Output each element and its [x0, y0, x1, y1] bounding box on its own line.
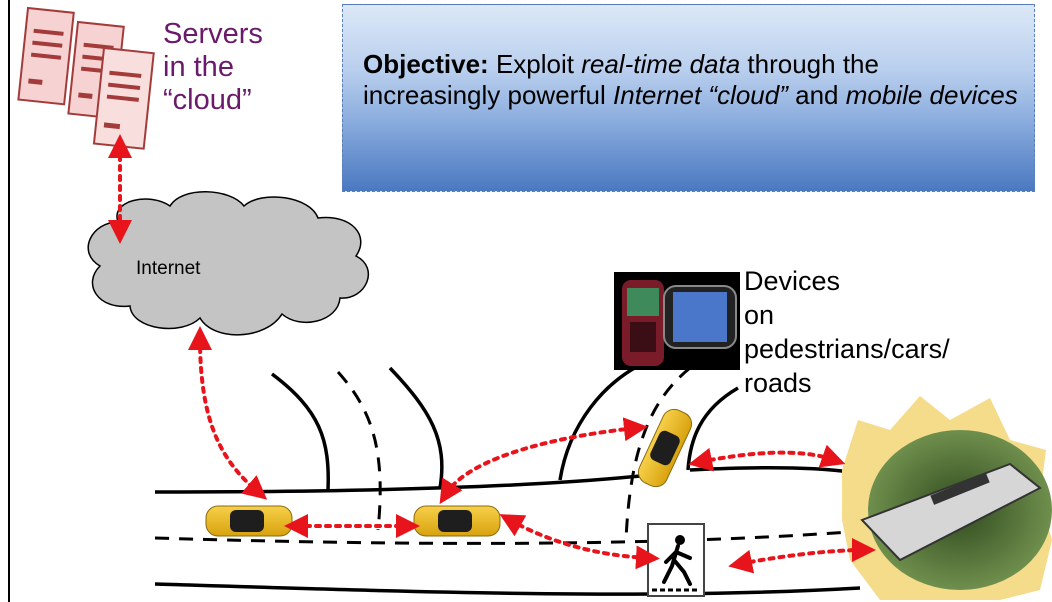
servers-label-line2: in the: [163, 51, 234, 83]
devices-label-line4: roads: [744, 368, 812, 398]
servers-label: Servers in the “cloud”: [163, 18, 263, 117]
link-cloud-car1: [188, 326, 268, 500]
devices-label-line1: Devices: [744, 266, 841, 296]
pedestrian-crossing-icon: [647, 523, 705, 597]
link-car3-train: [688, 444, 846, 472]
link-car2-pedestrian: [499, 514, 660, 570]
devices-label: Devices on pedestrians/cars/ roads: [744, 266, 950, 402]
devices-label-line2: on: [744, 300, 775, 330]
objective-label: Objective:: [363, 49, 489, 79]
objective-text-4: Internet “cloud”: [613, 80, 788, 110]
taxi-car-icon: [205, 408, 693, 537]
smartphones-icon: [614, 272, 740, 370]
objective-box: Objective: Exploit real-time data throug…: [342, 4, 1035, 192]
link-car2-car3: [439, 417, 648, 505]
cloud-icon: [87, 191, 369, 336]
internet-label: Internet: [136, 258, 201, 279]
servers-label-line3: “cloud”: [163, 84, 252, 116]
objective-text-2: real-time data: [581, 49, 741, 79]
objective-text-5: and: [787, 80, 846, 110]
link-pedestrian-train: [728, 538, 876, 574]
train-tunnel-icon: [842, 396, 1052, 600]
objective-text-6: mobile devices: [845, 80, 1018, 110]
devices-label-line3: pedestrians/cars/: [744, 334, 950, 364]
objective-text-1: Exploit: [488, 49, 582, 79]
frame-left-border: [8, 0, 10, 602]
communication-links: [108, 134, 876, 574]
objective-text-3: through the increasingly powerful: [363, 49, 879, 110]
server-tower-icon: [17, 6, 155, 150]
servers-label-line1: Servers: [163, 18, 263, 50]
